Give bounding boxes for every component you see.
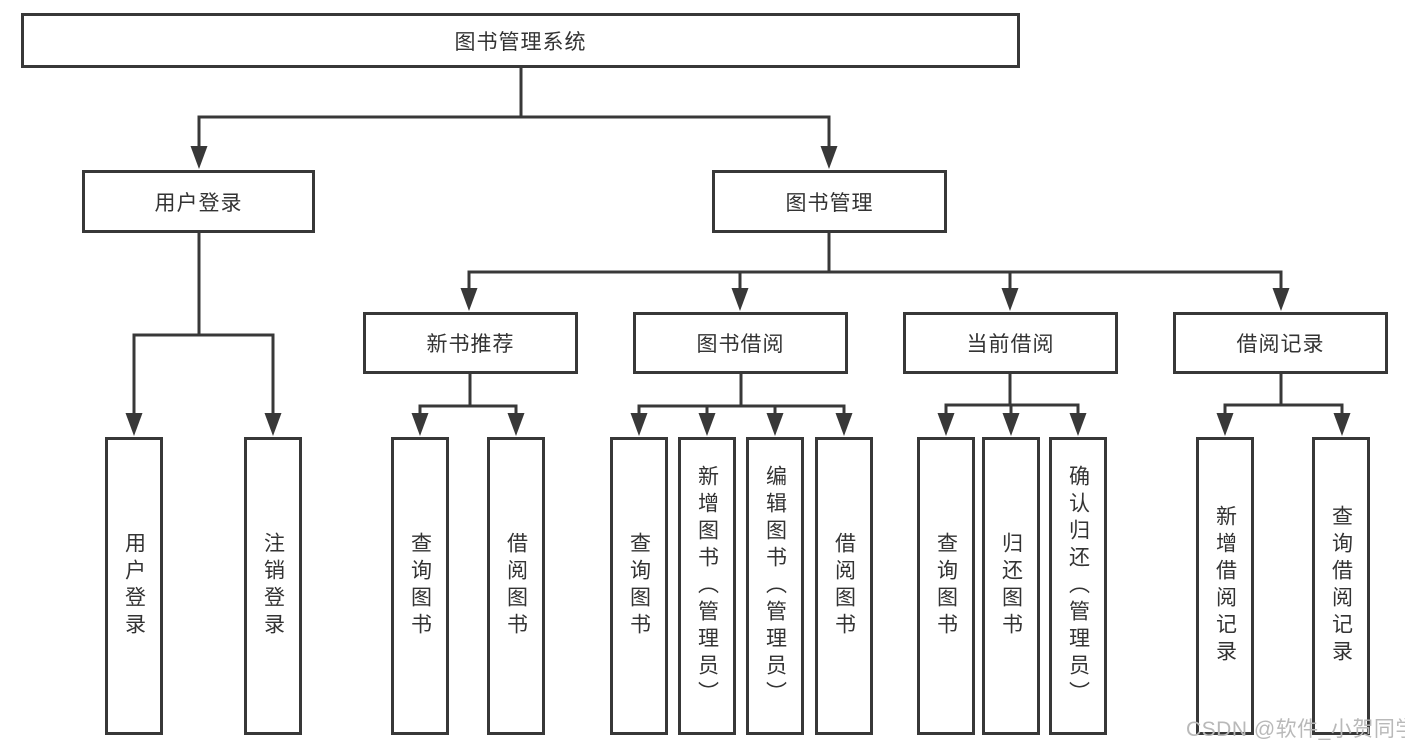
leaf-label: 注销登录: [261, 532, 285, 640]
node-new-book-recommendation: 新书推荐: [363, 312, 578, 374]
node-label: 图书管理: [785, 191, 874, 215]
leaf-query-books-borrow: 查询图书: [610, 437, 668, 735]
node-library-management-system: 图书管理系统: [21, 13, 1020, 68]
node-label: 借阅记录: [1236, 333, 1325, 356]
node-label: 用户登录: [154, 191, 243, 215]
leaf-label: 查询图书: [627, 532, 651, 640]
node-user-login: 用户登录: [82, 170, 315, 233]
node-current-borrowing: 当前借阅: [903, 312, 1118, 374]
node-book-management: 图书管理: [712, 170, 947, 233]
leaf-label: 查询图书: [934, 532, 958, 640]
leaf-query-books-recommend: 查询图书: [391, 437, 449, 735]
leaf-borrow-books: 借阅图书: [815, 437, 873, 735]
leaf-return-books: 归还图书: [982, 437, 1040, 735]
csdn-watermark: CSDN @软件_小贺同学: [1186, 718, 1405, 741]
leaf-label: 归还图书: [999, 532, 1023, 640]
node-label: 图书管理系统: [454, 30, 587, 54]
node-label: 图书借阅: [696, 333, 785, 356]
leaf-borrow-books-recommend: 借阅图书: [487, 437, 545, 735]
leaf-query-books-current: 查询图书: [917, 437, 975, 735]
leaf-label: 查询借阅记录: [1329, 505, 1353, 667]
leaf-label: 查询图书: [408, 532, 432, 640]
leaf-user-login: 用户登录: [105, 437, 163, 735]
leaf-label: 新增图书（管理员）: [695, 464, 719, 708]
node-book-borrowing: 图书借阅: [633, 312, 848, 374]
leaf-label: 新增借阅记录: [1213, 505, 1237, 667]
leaf-label: 编辑图书（管理员）: [763, 464, 787, 708]
leaf-label: 用户登录: [122, 532, 146, 640]
leaf-confirm-return-admin: 确认归还（管理员）: [1049, 437, 1107, 735]
leaf-label: 确认归还（管理员）: [1066, 464, 1090, 708]
leaf-logout: 注销登录: [244, 437, 302, 735]
node-borrowing-records: 借阅记录: [1173, 312, 1388, 374]
node-label: 当前借阅: [966, 333, 1055, 356]
leaf-query-borrow-record: 查询借阅记录: [1312, 437, 1370, 735]
leaf-label: 借阅图书: [504, 532, 528, 640]
leaf-edit-books-admin: 编辑图书（管理员）: [746, 437, 804, 735]
leaf-add-borrow-record: 新增借阅记录: [1196, 437, 1254, 735]
leaf-label: 借阅图书: [832, 532, 856, 640]
leaf-add-books-admin: 新增图书（管理员）: [678, 437, 736, 735]
node-label: 新书推荐: [426, 333, 515, 356]
